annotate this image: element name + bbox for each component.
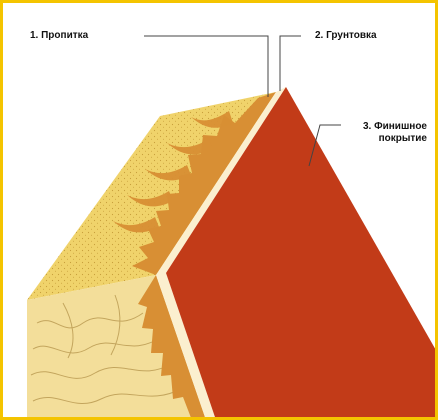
label-finish-line-2: покрытие (343, 133, 427, 145)
label-primer: 2. Грунтовка (315, 30, 377, 42)
wood-coating-layers-illustration (3, 3, 438, 420)
label-finish-coat: 3. Финишное покрытие (343, 121, 427, 145)
label-impregnation: 1. Пропитка (30, 30, 88, 42)
leader-line-impregnation (144, 36, 268, 97)
leader-line-primer (280, 36, 301, 91)
label-finish-line-1: 3. Финишное (343, 121, 427, 133)
